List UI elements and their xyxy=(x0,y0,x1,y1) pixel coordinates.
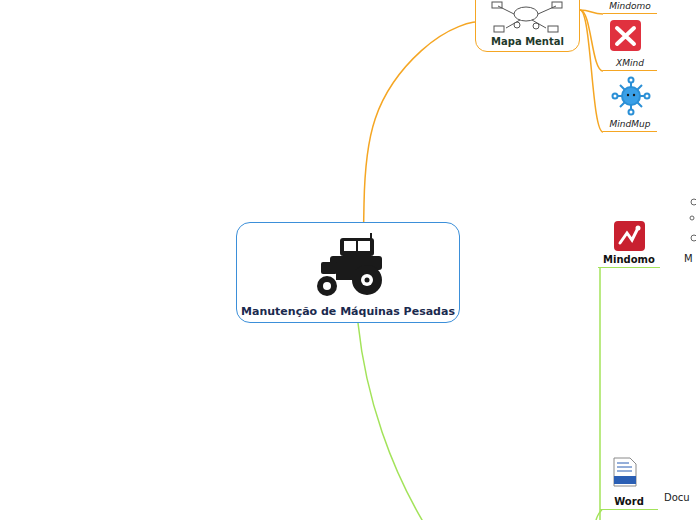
topic-text: Word xyxy=(614,496,644,507)
branch-connector xyxy=(580,10,603,71)
subtopic: Mindomo xyxy=(603,0,657,14)
branch-connector xyxy=(364,22,475,222)
cut-topic-text: M xyxy=(684,253,693,264)
central-topic: Manutenção de Máquinas Pesadas xyxy=(236,222,460,323)
mindmup-icon xyxy=(613,78,650,115)
topic-text: MindMup xyxy=(610,119,651,129)
partial-icon xyxy=(690,199,696,241)
mindmap-sketch xyxy=(492,2,562,32)
mindomo-icon xyxy=(614,221,645,251)
subtopic: Word xyxy=(600,455,658,510)
branch-line xyxy=(596,510,602,520)
branch-line xyxy=(358,323,425,520)
topic-text: Mindomo xyxy=(609,1,650,11)
cut-topic-text: Docu xyxy=(664,492,690,503)
tractor-icon xyxy=(317,233,382,296)
subtopic: MindMup xyxy=(603,78,657,132)
xmind-icon xyxy=(610,20,641,51)
branch-connector xyxy=(580,10,603,132)
topic-text: Mindomo xyxy=(603,254,655,265)
word-icon xyxy=(614,458,636,486)
topic-text: Manutenção de Máquinas Pesadas xyxy=(241,305,455,318)
topic-text: XMind xyxy=(616,58,644,68)
topic-text: Mapa Mental xyxy=(491,36,564,47)
branch-topic: Mapa Mental xyxy=(475,0,580,52)
subtopic: Mindomo xyxy=(598,218,660,268)
subtopic: XMind xyxy=(603,18,657,71)
